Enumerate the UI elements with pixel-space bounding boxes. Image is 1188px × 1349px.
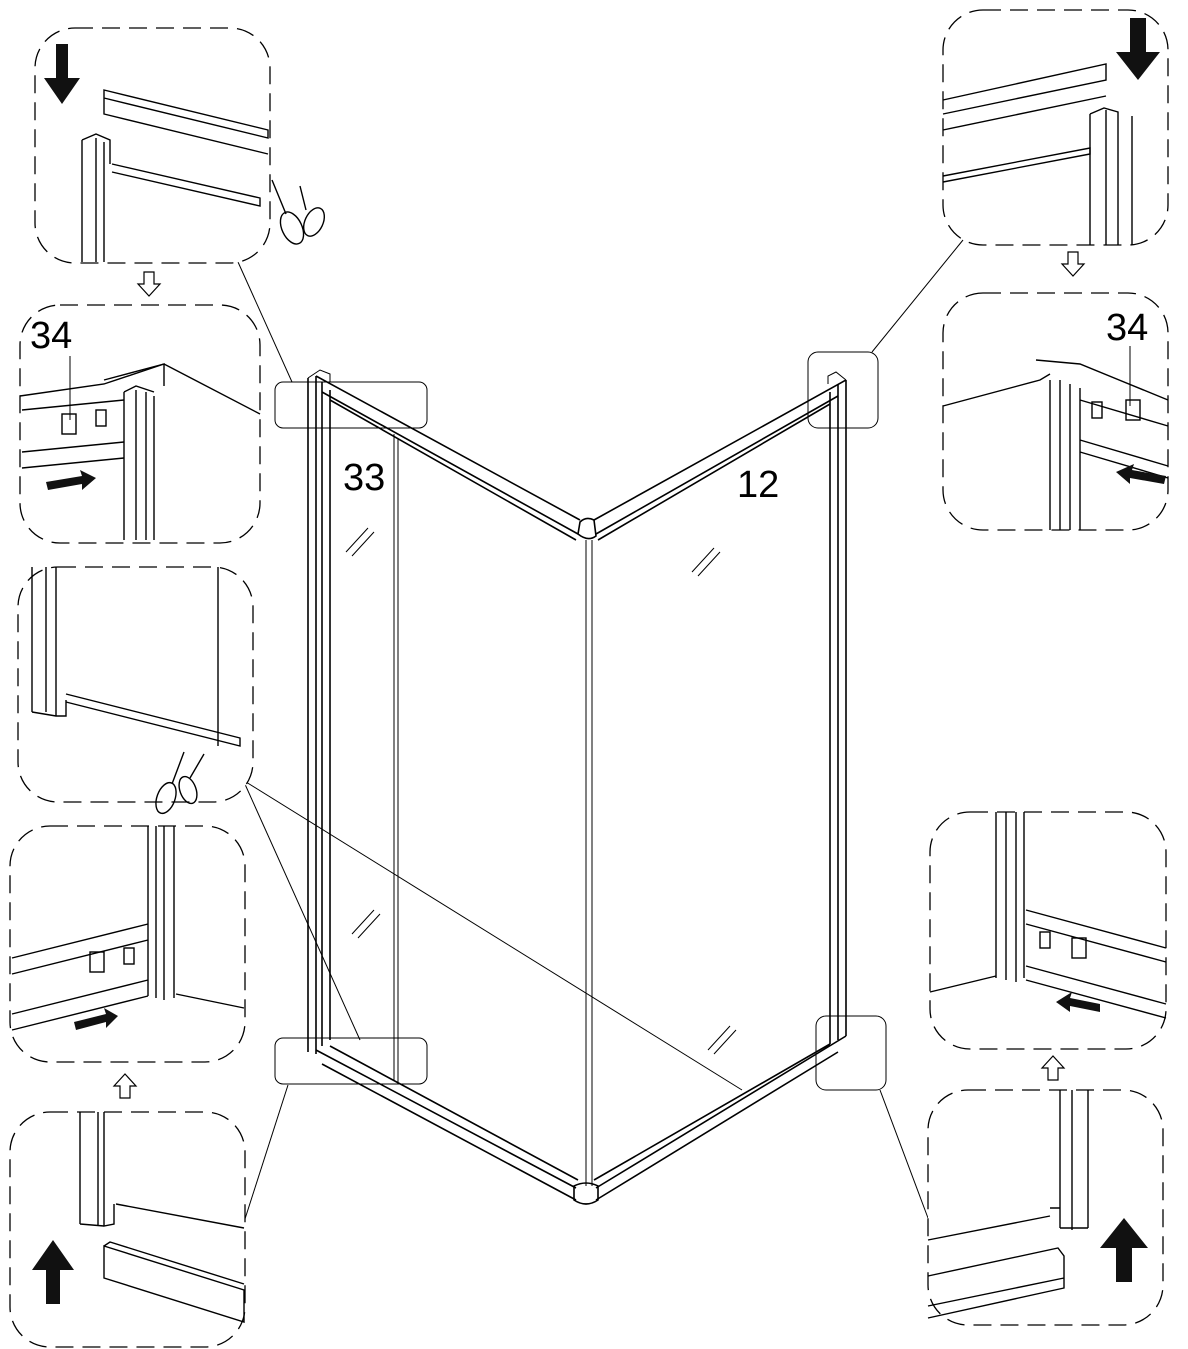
arrow-down-icon [44,44,80,104]
detail-top-left-clip: 34 [19,304,261,544]
push-arrow-icon [1116,464,1166,484]
step-arrow-icon [112,1073,138,1099]
clip-label-34-left: 34 [30,315,72,357]
arrow-down-icon [1116,18,1160,80]
zone-top-left [274,381,428,429]
detail-bottom-right-insert [927,1089,1164,1326]
arrow-up-icon [1100,1218,1148,1282]
detail-top-left-cut [34,27,326,264]
detail-bottom-left-clip [9,825,246,1063]
scissors-icon [155,751,205,815]
shower-enclosure: 33 12 [307,369,847,1205]
push-arrow-icon [74,1008,118,1030]
step-arrow-icon [1060,251,1086,277]
step-arrow-icon [1040,1055,1066,1081]
panel-label-12: 12 [737,464,779,506]
panel-label-33: 33 [343,457,385,499]
detail-top-right-cut [942,9,1169,246]
zone-top-right [807,351,879,429]
callout-zones [274,351,887,1091]
glass-hatch-marks [345,527,737,1055]
step-arrow-icon [136,271,162,297]
clip-label-34-right: 34 [1106,307,1148,349]
detail-bottom-right-clip [929,811,1167,1050]
detail-mid-left-cut [17,566,254,815]
push-arrow-icon [46,470,96,490]
zone-bottom-right [815,1015,887,1091]
zone-bottom-left [274,1037,428,1085]
push-arrow-icon [1056,992,1100,1012]
leader-lines [237,239,964,1223]
scissors-icon [271,179,326,245]
detail-bottom-left-insert [9,1111,246,1348]
arrow-up-icon [32,1240,74,1304]
detail-top-right-clip: 34 [942,292,1169,531]
